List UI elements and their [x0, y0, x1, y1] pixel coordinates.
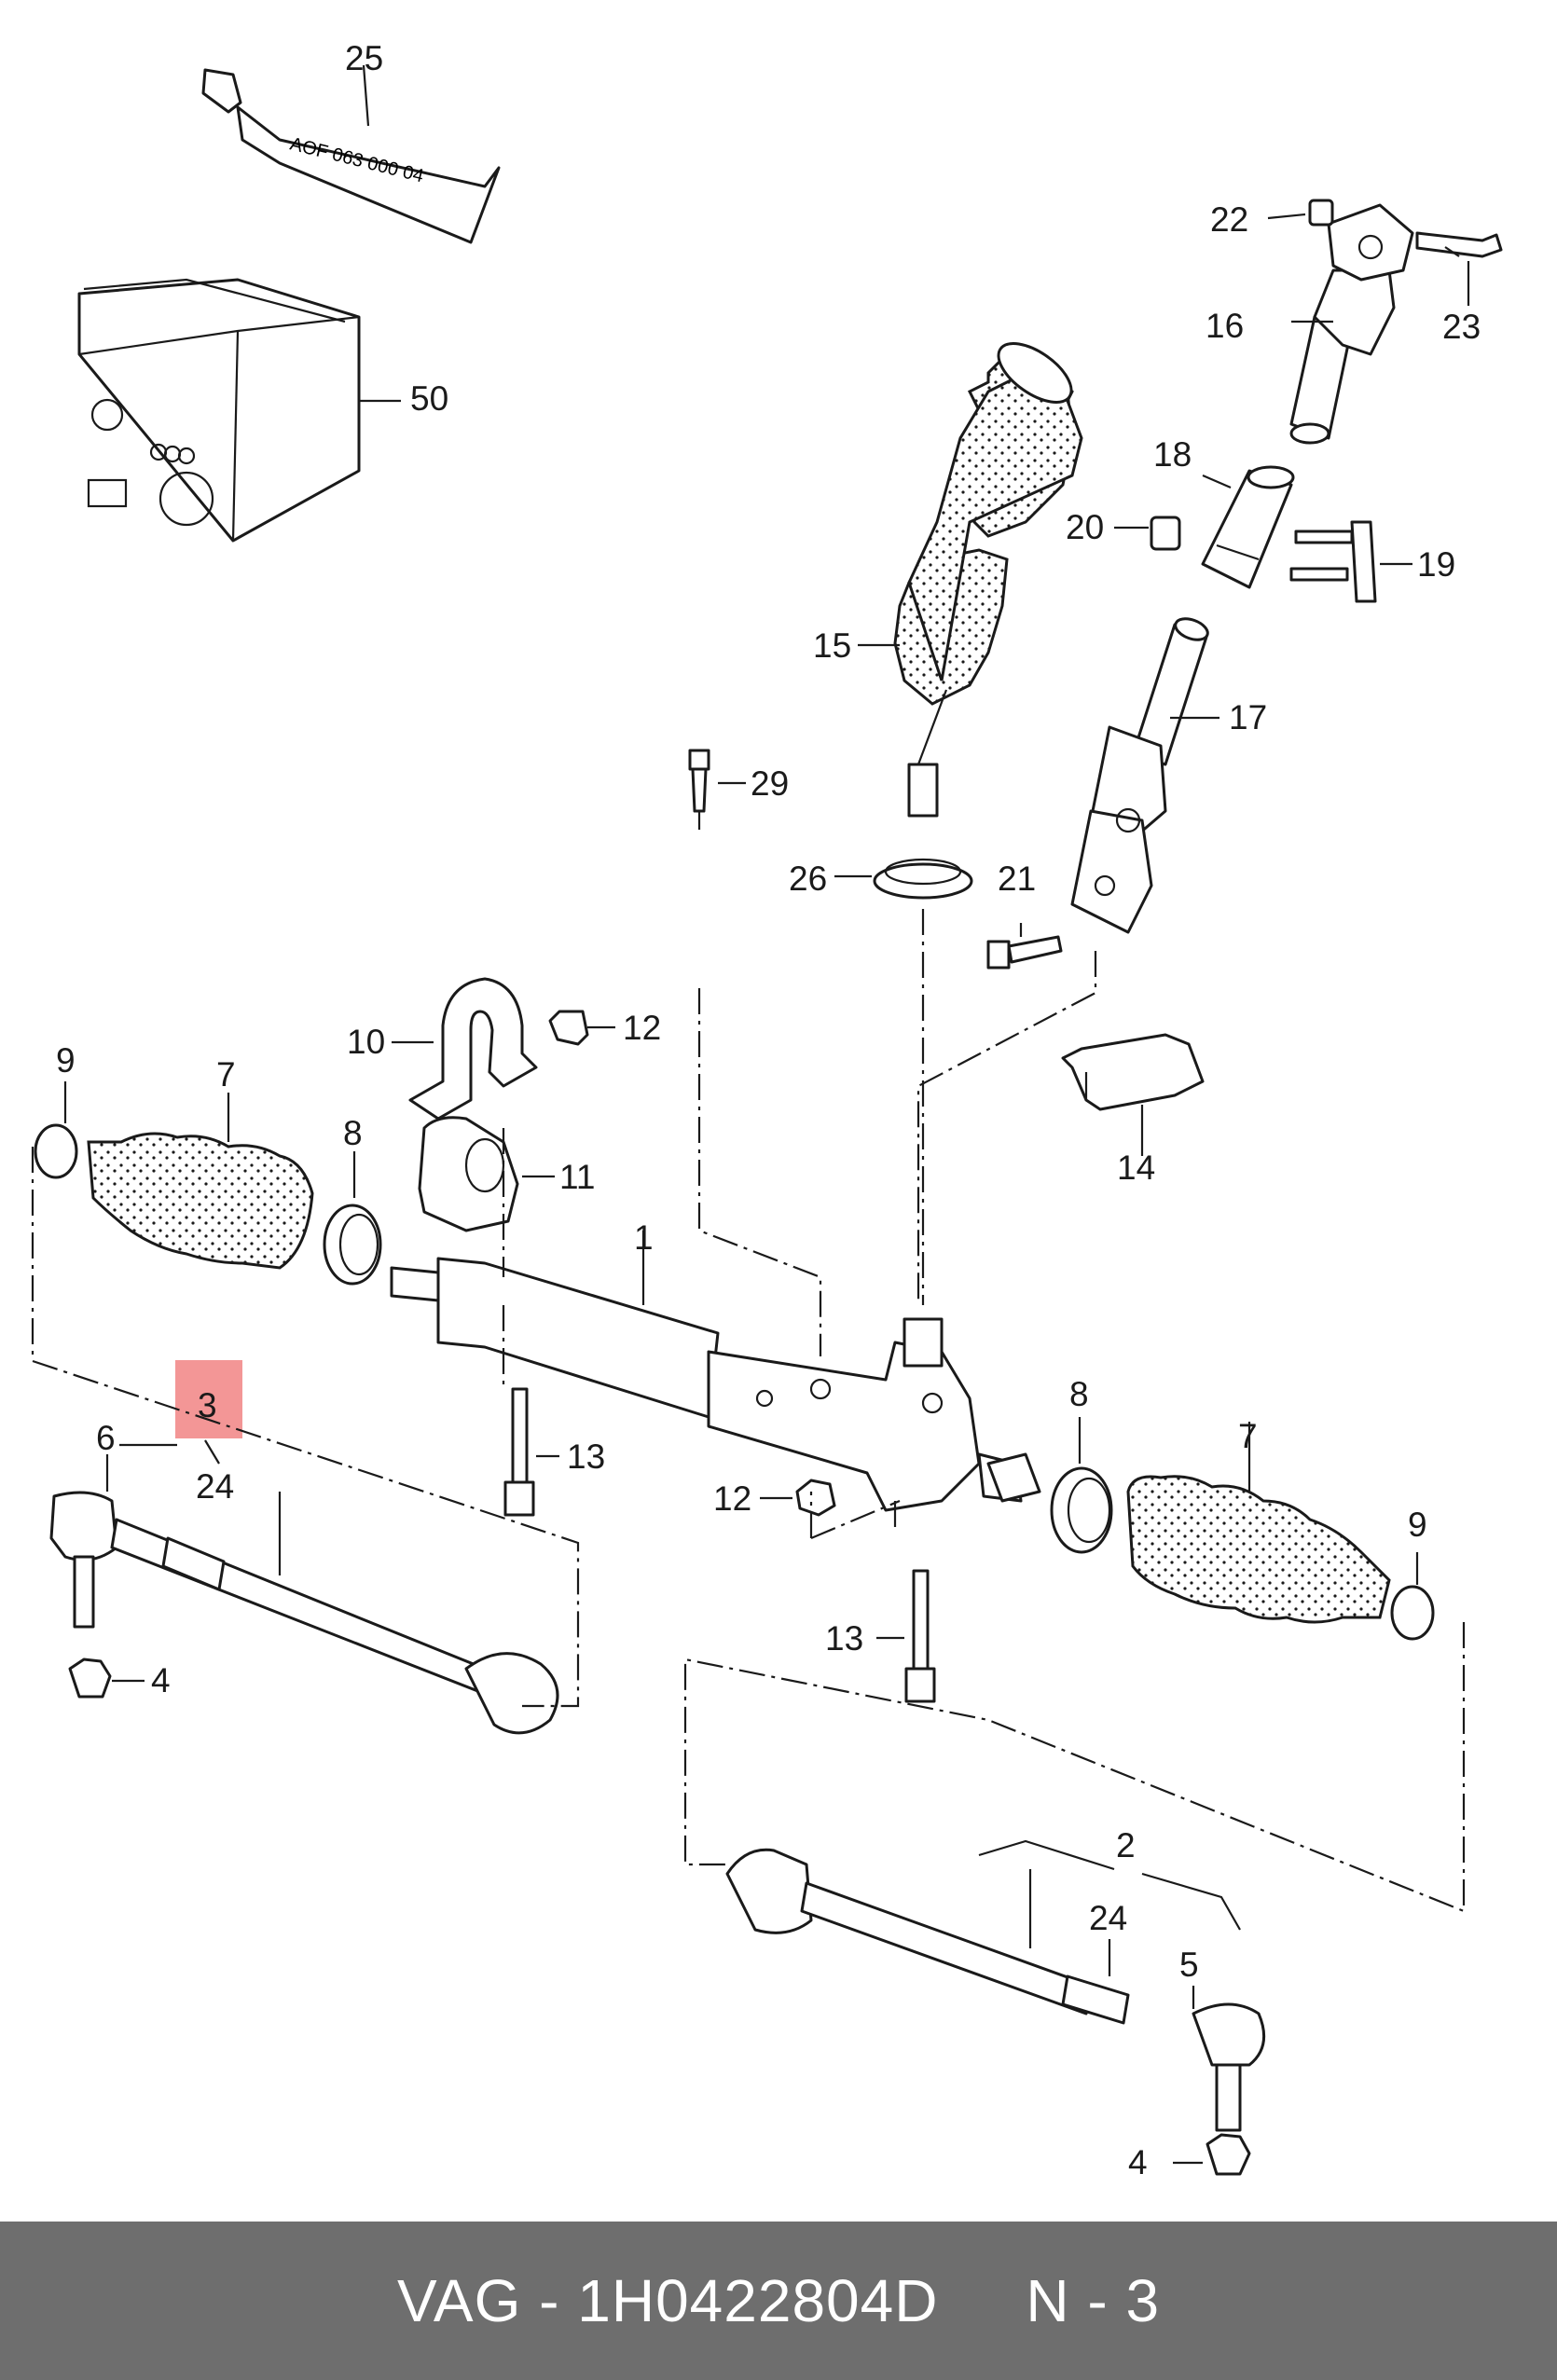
steering-rack-housing[interactable]	[390, 1231, 1023, 1512]
callout-10: 10	[347, 1023, 385, 1061]
mounting-bracket[interactable]	[392, 977, 538, 1121]
stud-13-right[interactable]	[876, 1569, 936, 1703]
callout-13-left: 13	[567, 1438, 605, 1476]
callout-21: 21	[998, 860, 1036, 898]
callout-11: 11	[559, 1158, 595, 1196]
callout-7-right: 7	[1238, 1417, 1258, 1455]
rubber-bush[interactable]	[418, 1116, 555, 1232]
callout-29: 29	[751, 764, 789, 803]
steering-column-boot[interactable]	[858, 332, 1083, 818]
callout-4-left: 4	[151, 1661, 171, 1699]
lower-steering-shaft[interactable]	[1070, 614, 1219, 934]
highlighted-part-marker	[175, 1360, 242, 1438]
nut-4-right[interactable]	[1173, 2133, 1251, 2176]
assembly-guide-lines	[31, 909, 1466, 1913]
tie-rod-right[interactable]	[725, 1848, 1266, 2132]
nut-12-bottom[interactable]	[760, 1479, 836, 1517]
callout-13-right: 13	[825, 1619, 863, 1658]
clamp-8-left[interactable]	[323, 1151, 382, 1286]
callout-6: 6	[96, 1419, 116, 1457]
callout-25: 25	[345, 39, 383, 77]
upper-universal-joint[interactable]	[1289, 203, 1503, 445]
callout-12-bottom: 12	[713, 1479, 751, 1518]
retaining-clip[interactable]	[834, 858, 973, 900]
callout-18: 18	[1153, 435, 1192, 474]
clamp-9-left[interactable]	[34, 1081, 78, 1179]
pinion-end[interactable]	[986, 1452, 1041, 1503]
callout-8-right: 8	[1069, 1375, 1089, 1413]
grease-tube[interactable]: AOF 063 000 04	[201, 64, 501, 244]
callout-9-left: 9	[56, 1041, 76, 1080]
callout-20: 20	[1066, 508, 1104, 546]
coupling-sleeve[interactable]	[1201, 465, 1295, 589]
clamp-8-right[interactable]	[1050, 1417, 1113, 1554]
nut-22[interactable]	[1267, 199, 1334, 227]
callout-15: 15	[813, 626, 851, 665]
parts-box[interactable]	[77, 278, 401, 543]
clamp-9-right[interactable]	[1390, 1552, 1435, 1641]
steering-rack-exploded-diagram: AOF 063 000 04 25 50 22 23 16	[31, 39, 1503, 2181]
callout-4-right: 4	[1128, 2143, 1148, 2181]
callout-2: 2	[1116, 1826, 1136, 1864]
callout-14: 14	[1117, 1149, 1155, 1187]
callout-7-left: 7	[216, 1055, 236, 1094]
tie-rod-left[interactable]	[49, 1454, 559, 1735]
callout-12-top: 12	[623, 1009, 661, 1047]
nut-12-top[interactable]	[548, 1010, 615, 1046]
callout-9-right: 9	[1408, 1506, 1427, 1544]
callout-17: 17	[1229, 698, 1267, 736]
callout-16: 16	[1206, 307, 1244, 345]
callout-8-left: 8	[343, 1114, 363, 1152]
callout-3: 3	[198, 1386, 217, 1424]
hose-clip[interactable]	[1061, 1033, 1205, 1156]
callout-24-left: 24	[196, 1467, 234, 1506]
callout-1: 1	[634, 1218, 654, 1257]
boot-7-left[interactable]	[87, 1093, 314, 1270]
footer-part-number: VAG - 1H0422804D N - 3	[396, 2267, 1161, 2334]
callout-19: 19	[1417, 545, 1455, 584]
boot-7-right[interactable]	[1126, 1422, 1391, 1624]
callout-23: 23	[1442, 308, 1481, 346]
callout-26: 26	[789, 860, 827, 898]
callout-22: 22	[1210, 200, 1248, 239]
callout-24-right: 24	[1089, 1899, 1127, 1937]
callout-5: 5	[1179, 1946, 1199, 1984]
bolt-21[interactable]	[986, 923, 1063, 970]
nut-20[interactable]	[1114, 516, 1181, 551]
bolt-29[interactable]	[688, 749, 746, 830]
callout-50: 50	[410, 379, 448, 418]
footer-bar: VAG - 1H0422804D N - 3	[0, 2222, 1557, 2380]
nut-4-left[interactable]	[68, 1658, 145, 1699]
clamp-bolts-19[interactable]	[1289, 520, 1412, 603]
stud-13-left[interactable]	[503, 1387, 559, 1517]
